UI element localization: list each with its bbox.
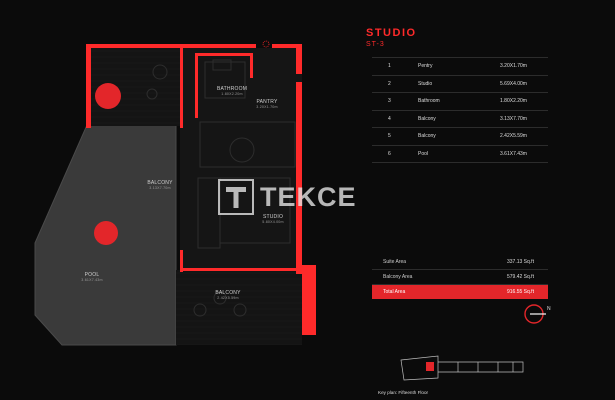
pantry-name: PANTRY bbox=[256, 99, 278, 105]
balcony-marker-circle bbox=[95, 83, 121, 109]
room-size: 3.13X7.70m bbox=[496, 109, 548, 128]
balcony-lower bbox=[176, 270, 302, 345]
unit-type-title: STUDIO bbox=[366, 27, 417, 39]
studio-dim: 5.80X4.00m bbox=[262, 220, 284, 225]
table-row: 3 Bathroom 1.80X2.20m bbox=[372, 92, 548, 110]
compass-letter: N bbox=[547, 306, 551, 312]
table-row: 2 Studio 5.69X4.00m bbox=[372, 74, 548, 93]
room-size: 3.20X1.70m bbox=[496, 57, 548, 75]
pantry-label: PANTRY 3.20X1.70m bbox=[252, 99, 282, 110]
room-number: 3 bbox=[372, 92, 418, 110]
table-row: 5 Balcony 2.42X5.59m bbox=[372, 127, 548, 145]
room-number: 6 bbox=[372, 144, 418, 163]
brand-watermark: TEKCE bbox=[218, 179, 357, 215]
room-number: 5 bbox=[372, 127, 418, 145]
suite-area-row: Suite Area 337.13 Sq.ft bbox=[372, 255, 548, 270]
room-name: Balcony bbox=[418, 109, 496, 128]
brand-logo-icon bbox=[218, 179, 254, 215]
room-size: 1.80X2.20m bbox=[496, 92, 548, 110]
floor-plan bbox=[34, 40, 316, 346]
pool-name: POOL bbox=[84, 272, 100, 278]
pantry-dim: 3.20X1.70m bbox=[256, 105, 278, 110]
room-name: Pentry bbox=[418, 57, 496, 75]
room-number: 4 bbox=[372, 109, 418, 128]
table-row: 6 Pool 3.61X7.43m bbox=[372, 144, 548, 163]
door-marker bbox=[262, 40, 270, 48]
room-name: Studio bbox=[418, 74, 496, 93]
room-size: 2.42X5.59m bbox=[496, 127, 548, 145]
total-area-row: Total Area 916.55 Sq.ft bbox=[372, 285, 548, 299]
room-name: Bathroom bbox=[418, 92, 496, 110]
area-summary: Suite Area 337.13 Sq.ft Balcony Area 579… bbox=[372, 255, 548, 299]
walls bbox=[86, 44, 316, 335]
brand-wordmark: TEKCE bbox=[260, 181, 357, 212]
rooms-table: 1 Pentry 3.20X1.70m 2 Studio 5.69X4.00m … bbox=[372, 57, 548, 163]
pool-dim: 3.61X7.43m bbox=[81, 278, 103, 283]
key-plan-label: Key plan: Fifteenth Floor bbox=[378, 390, 429, 395]
balcony-left-dim: 3.13X7.70m bbox=[149, 186, 171, 191]
balcony-area-value: 579.42 Sq.ft bbox=[507, 274, 534, 280]
suite-area-label: Suite Area bbox=[383, 259, 407, 265]
balcony-left-name: BALCONY bbox=[147, 180, 173, 186]
bathroom-dim: 1.80X2.20m bbox=[221, 92, 243, 97]
pool-marker-circle bbox=[94, 221, 118, 245]
balcony-left-label: BALCONY 3.13X7.70m bbox=[142, 180, 178, 191]
room-number: 1 bbox=[372, 57, 418, 75]
balcony-area-row: Balcony Area 579.42 Sq.ft bbox=[372, 270, 548, 285]
bathroom-name: BATHROOM bbox=[216, 86, 248, 92]
unit-code: ST-3 bbox=[366, 41, 385, 48]
total-area-label: Total Area bbox=[383, 289, 406, 295]
table-row: 1 Pentry 3.20X1.70m bbox=[372, 57, 548, 75]
total-area-value: 916.55 Sq.ft bbox=[507, 289, 534, 295]
room-size: 5.69X4.00m bbox=[496, 74, 548, 93]
suite-area-value: 337.13 Sq.ft bbox=[507, 259, 534, 265]
room-size: 3.61X7.43m bbox=[496, 144, 548, 163]
room-name: Balcony bbox=[418, 127, 496, 145]
balcony-bottom-label: BALCONY 2.42X5.59m bbox=[210, 290, 246, 301]
bathroom-label: BATHROOM 1.80X2.20m bbox=[214, 86, 250, 97]
key-plan-icon bbox=[400, 355, 524, 381]
table-row: 4 Balcony 3.13X7.70m bbox=[372, 109, 548, 128]
compass-icon bbox=[524, 304, 546, 324]
studio-name: STUDIO bbox=[262, 214, 284, 220]
balcony-bottom-name: BALCONY bbox=[215, 290, 241, 296]
room-name: Pool bbox=[418, 144, 496, 163]
balcony-area-label: Balcony Area bbox=[383, 274, 413, 280]
balcony-bottom-dim: 2.42X5.59m bbox=[217, 296, 239, 301]
pool-label: POOL 3.61X7.43m bbox=[74, 272, 110, 283]
room-number: 2 bbox=[372, 74, 418, 93]
studio-label: STUDIO 5.80X4.00m bbox=[256, 214, 290, 225]
